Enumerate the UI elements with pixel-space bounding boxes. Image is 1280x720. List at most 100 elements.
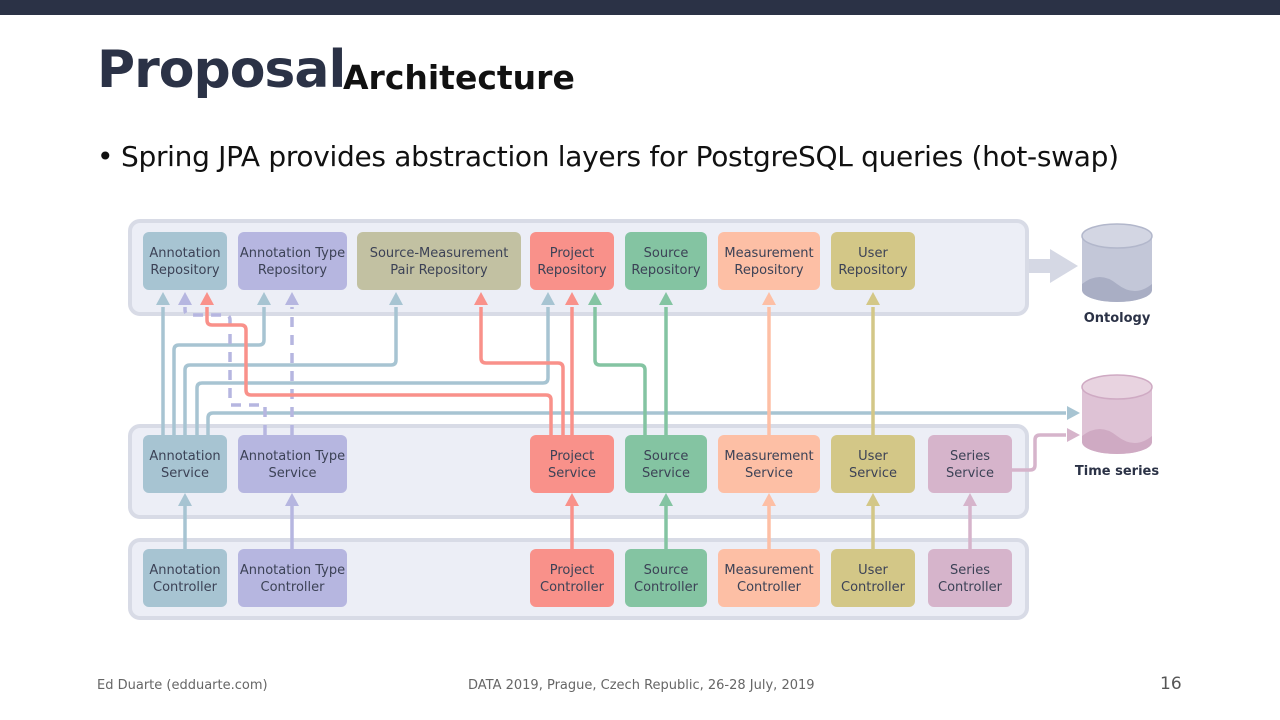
annotation-to-time-series-arrowhead: [1067, 406, 1080, 420]
annotation-controller-label-line1: Annotation: [149, 563, 220, 578]
time-series-label: Time series: [1075, 464, 1159, 479]
annotation-repository-rect: [143, 232, 227, 290]
series-to-time-series-arrowhead: [1067, 428, 1080, 442]
source-to-project-repo: [593, 307, 647, 435]
measurement-controller-label-line2: Controller: [737, 580, 802, 595]
annotation-type-repository-label-line2: Repository: [258, 263, 327, 278]
user-service-label-line1: User: [858, 449, 888, 464]
time-series-database-icon: [1081, 374, 1153, 454]
annotation-type-controller-label-line2: Controller: [261, 580, 326, 595]
user-repository-label-line1: User: [858, 246, 888, 261]
controller-to-service-arrowhead-6: [963, 493, 977, 506]
series-service-rect: [928, 435, 1012, 493]
user-service-rect: [831, 435, 915, 493]
source-controller-rect: [625, 549, 707, 607]
project-repository-rect: [530, 232, 614, 290]
project-controller-label-line2: Controller: [540, 580, 605, 595]
annotation-type-service-label-line1: Annotation Type: [240, 449, 345, 464]
project-service-rect: [530, 435, 614, 493]
ontology-arrow: [1029, 249, 1078, 283]
user-repository-rect: [831, 232, 915, 290]
annotation-to-time-series: [206, 411, 1066, 435]
annotation-to-annotation-type-repo: [172, 307, 266, 435]
project-repository-label-line2: Repository: [537, 263, 606, 278]
series-service-label-line2: Service: [946, 466, 994, 481]
annotation-to-pair-repo-arrowhead: [389, 292, 403, 305]
annotation-service-label-line2: Service: [161, 466, 209, 481]
controller-to-service-arrowhead-3: [659, 493, 673, 506]
project-to-annotation-repo-arrowhead: [200, 292, 214, 305]
source-service-to-repo-arrowhead: [659, 292, 673, 305]
annotation-to-pair-repo: [183, 307, 398, 435]
project-to-pair-repo: [479, 307, 565, 435]
user-service-to-repo-arrowhead: [866, 292, 880, 305]
series-controller-rect: [928, 549, 1012, 607]
measurement-controller-rect: [718, 549, 820, 607]
project-controller-label-line1: Project: [550, 563, 594, 578]
annotation-to-annotation-type-repo-arrowhead: [257, 292, 271, 305]
series-to-time-series: [1012, 433, 1066, 472]
annotation-type-repository-rect: [238, 232, 347, 290]
annotation-type-repository-label-line1: Annotation Type: [240, 246, 345, 261]
source-measurement-repository-label-line2: Pair Repository: [390, 263, 488, 278]
source-repository-label-line2: Repository: [631, 263, 700, 278]
annotation-repository-label-line2: Repository: [150, 263, 219, 278]
controller-to-service-arrowhead-4: [762, 493, 776, 506]
project-to-pair-repo-arrowhead: [474, 292, 488, 305]
series-service-label-line1: Series: [950, 449, 990, 464]
source-to-project-repo-arrowhead: [588, 292, 602, 305]
annotation-type-service-rect: [238, 435, 347, 493]
measurement-service-label-line2: Service: [745, 466, 793, 481]
source-service-rect: [625, 435, 707, 493]
source-repository-label-line1: Source: [644, 246, 689, 261]
ontology-label: Ontology: [1084, 311, 1151, 326]
annotation-to-project-repo: [195, 307, 550, 435]
footer-author: Ed Duarte (edduarte.com): [97, 678, 268, 693]
measurement-repository-label-line2: Repository: [734, 263, 803, 278]
controller-to-service-arrowhead-1: [285, 493, 299, 506]
slide-title: Proposal: [97, 40, 346, 100]
annotation-repository-label-line1: Annotation: [149, 246, 220, 261]
annotation-service-rect: [143, 435, 227, 493]
source-service-label-line2: Service: [642, 466, 690, 481]
measurement-repository-label-line1: Measurement: [724, 246, 813, 261]
bullet-text: Spring JPA provides abstraction layers f…: [121, 140, 1119, 173]
footer-conference: DATA 2019, Prague, Czech Republic, 26-28…: [468, 678, 815, 693]
project-service-to-repo-arrowhead: [565, 292, 579, 305]
annotation-to-annotation-repo-arrowhead: [156, 292, 170, 305]
annotation-type-service-label-line2: Service: [268, 466, 316, 481]
measurement-service-label-line1: Measurement: [724, 449, 813, 464]
controller-to-service-arrowhead-5: [866, 493, 880, 506]
series-controller-label-line2: Controller: [938, 580, 1003, 595]
controller-to-service-arrowhead-2: [565, 493, 579, 506]
page-number: 16: [1160, 674, 1182, 694]
source-controller-label-line1: Source: [644, 563, 689, 578]
measurement-repository-rect: [718, 232, 820, 290]
annotation-type-lavender-path: [183, 307, 267, 435]
user-controller-label-line1: User: [858, 563, 888, 578]
annotation-type-controller-label-line1: Annotation Type: [240, 563, 345, 578]
project-repository-label-line1: Project: [550, 246, 594, 261]
top-bar: [0, 0, 1280, 15]
user-controller-label-line2: Controller: [841, 580, 906, 595]
